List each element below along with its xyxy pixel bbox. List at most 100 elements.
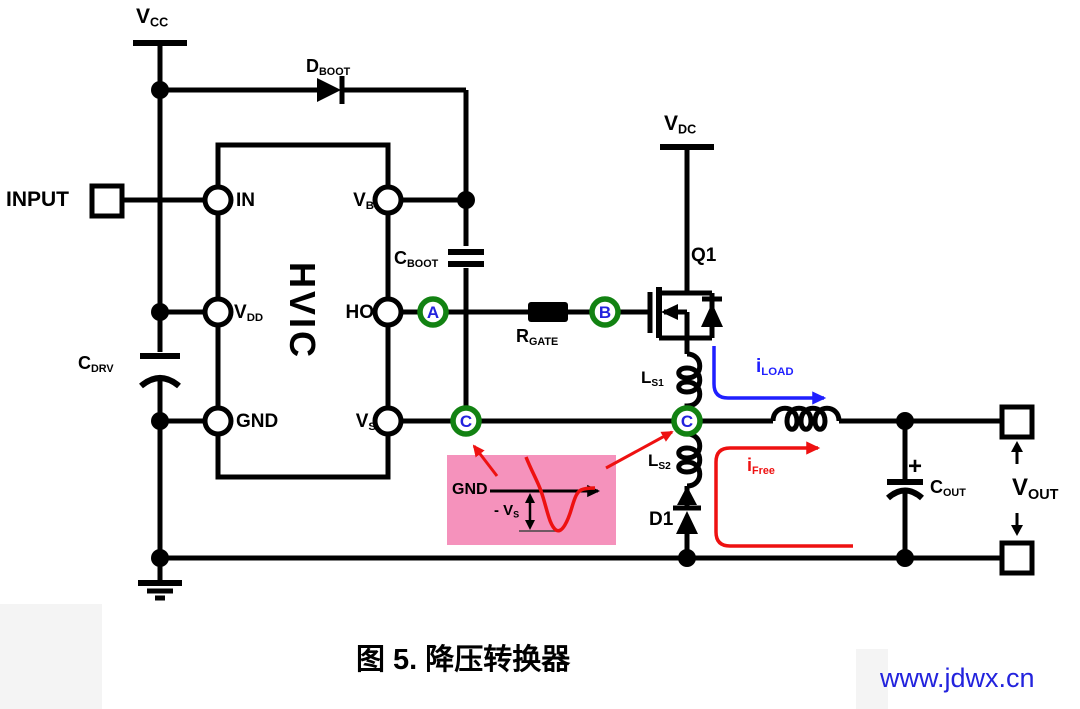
ls1-main: L	[641, 368, 652, 387]
dboot-main: D	[306, 56, 319, 76]
body-diode	[701, 303, 723, 327]
scan-artifact-patch-right	[856, 649, 888, 709]
vdc-label: VDC	[664, 113, 696, 136]
pin-in	[202, 184, 234, 216]
inset-neg-vs-main: - V	[494, 502, 514, 519]
cboot-sub: BOOT	[407, 258, 439, 271]
ifree-main: i	[747, 455, 753, 475]
cdrv-label: CDRV	[78, 354, 114, 375]
pin-in-label: IN	[236, 190, 255, 211]
figure-caption: 图 5. 降压转换器	[356, 644, 571, 676]
vout-terminals	[999, 404, 1035, 576]
pin-vdd-sub: DD	[246, 312, 264, 325]
vcc-main: V	[136, 5, 151, 28]
cout-capacitor	[886, 479, 924, 501]
rgate-resistor	[528, 302, 568, 322]
cdrv-main: C	[78, 353, 91, 373]
cout-main: C	[930, 477, 943, 497]
watermark-link[interactable]: www.jdwx.cn	[880, 663, 1035, 693]
vdc-sub: DC	[678, 122, 697, 137]
inset-neg-vs-sub: S	[513, 509, 520, 520]
vcc-label: VCC	[136, 6, 168, 29]
vs-undershoot-inset	[447, 455, 616, 545]
pin-vb-main: V	[353, 190, 366, 211]
ls2-main: L	[648, 451, 659, 470]
cdrv-sub: DRV	[91, 363, 114, 376]
d1-label: D1	[649, 509, 674, 530]
node-markers	[417, 296, 703, 437]
cout-plus-sign: +	[908, 453, 923, 480]
hvic-chip	[202, 142, 404, 480]
pin-vs-label: VS	[356, 412, 376, 434]
q1-label: Q1	[691, 245, 717, 266]
iload-label: iLOAD	[756, 357, 794, 379]
cboot-capacitor	[448, 249, 484, 267]
node-c-left-ring	[450, 405, 482, 437]
mosfet-body-arrow	[661, 304, 678, 320]
rgate-sub: GATE	[529, 336, 559, 349]
ls1-sub: S1	[651, 377, 664, 389]
cboot-label: CBOOT	[394, 249, 438, 270]
vout-label: VOUT	[1012, 474, 1059, 504]
dboot-label: DBOOT	[306, 57, 350, 78]
node-b-letter: B	[598, 303, 612, 322]
ground-symbol	[138, 558, 182, 601]
node-c-right-ring	[671, 405, 703, 437]
pin-vb-label: VB	[353, 191, 374, 213]
ls2-inductor	[676, 431, 703, 489]
iload-sub: LOAD	[761, 366, 794, 379]
ls2-label: LS2	[648, 452, 671, 472]
inset-neg-vs-label: - VS	[494, 503, 519, 520]
hvic-label: HVIC	[282, 261, 323, 361]
scan-artifact-patch-left	[0, 604, 102, 709]
cout-label: COUT	[930, 478, 966, 499]
wire-network	[122, 40, 1002, 561]
node-b-ring	[589, 296, 621, 328]
vcc-sub: CC	[150, 15, 169, 30]
pin-gnd	[202, 405, 234, 437]
node-c-left-letter: C	[459, 412, 473, 431]
dboot-diode	[317, 76, 345, 104]
cboot-main: C	[394, 248, 407, 268]
inset-gnd-label: GND	[452, 481, 488, 498]
pin-vs-main: V	[355, 411, 369, 432]
node-c-right-letter: C	[680, 412, 694, 431]
ls1-label: LS1	[641, 369, 664, 389]
iload-current-arrow	[712, 346, 827, 405]
vout-main: V	[1012, 474, 1029, 501]
ifree-current-arrow	[714, 441, 853, 548]
pin-vs-sub: S	[368, 421, 376, 434]
pin-gnd-label: GND	[236, 411, 279, 432]
input-label: INPUT	[6, 188, 69, 211]
dboot-sub: BOOT	[319, 66, 351, 79]
node-a-ring	[417, 296, 449, 328]
ls2-sub: S2	[658, 460, 671, 472]
pin-vs	[372, 405, 404, 437]
iload-main: i	[756, 356, 762, 377]
pin-vdd	[202, 296, 234, 328]
rgate-label: RGATE	[516, 327, 558, 348]
ls1-inductor	[676, 351, 703, 409]
d1-diode	[673, 486, 701, 534]
pin-vb	[372, 184, 404, 216]
vout-sub: OUT	[1028, 487, 1059, 504]
ifree-label: iFree	[747, 456, 775, 477]
inset-undershoot-waveform	[524, 456, 596, 533]
pin-vdd-label: VDD	[234, 303, 263, 325]
inset-annotation-arrows	[472, 430, 674, 477]
input-terminal	[89, 183, 125, 219]
pin-ho-label: HO	[345, 302, 375, 323]
pin-ho	[372, 296, 404, 328]
output-inductor	[770, 405, 842, 432]
rgate-main: R	[516, 326, 529, 346]
node-a-letter: A	[426, 303, 440, 322]
pin-vdd-main: V	[234, 302, 247, 323]
pin-vb-sub: B	[365, 200, 374, 213]
q1-mosfet	[647, 287, 723, 341]
vdc-main: V	[664, 112, 679, 135]
ifree-sub: Free	[752, 465, 775, 478]
cdrv-capacitor	[139, 353, 181, 389]
d1-current-arrowhead	[677, 486, 697, 505]
